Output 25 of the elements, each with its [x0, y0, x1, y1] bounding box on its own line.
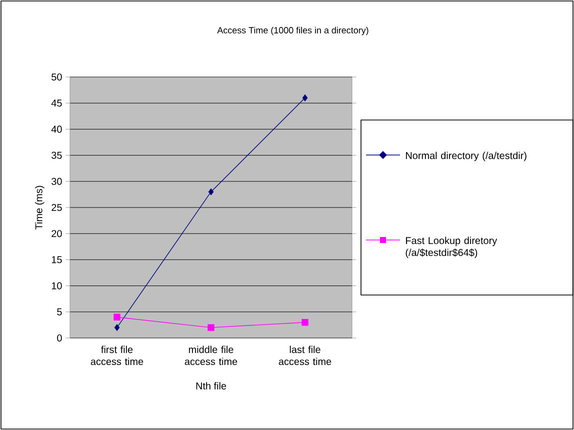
x-tick-label: middle file access time [184, 346, 238, 366]
x-tick-label: first file access time [90, 346, 144, 366]
y-tick-label: 20 [52, 230, 62, 238]
point [114, 324, 120, 331]
y-tick-label: 50 [52, 73, 62, 81]
y-tick-label: 15 [52, 256, 62, 264]
legend-label: Normal directory (/a/testdir) [406, 152, 526, 162]
y-tick-label: 45 [51, 100, 62, 107]
chart-title: Access Time (1000 files in a directory) [217, 26, 368, 36]
y-axis-title: Time (ms) [35, 186, 44, 230]
x-axis-title: Nth file [196, 382, 226, 390]
point [302, 318, 308, 326]
y-tick-label: 30 [52, 178, 62, 185]
y-tick-label: 35 [52, 152, 62, 159]
y-tick-label: 0 [57, 334, 62, 342]
point [208, 324, 214, 331]
point [114, 314, 120, 320]
y-tick-label: 40 [51, 126, 62, 133]
y-tick-label: 5 [57, 308, 62, 316]
y-tick-label: 10 [52, 282, 62, 290]
x-tick-label: last file access time [278, 346, 332, 366]
point [208, 188, 214, 196]
legend-label: Fast Lookup diretory (/a/$testdir$64$) [406, 236, 498, 258]
y-tick-label: 25 [52, 204, 62, 212]
point [302, 94, 308, 102]
